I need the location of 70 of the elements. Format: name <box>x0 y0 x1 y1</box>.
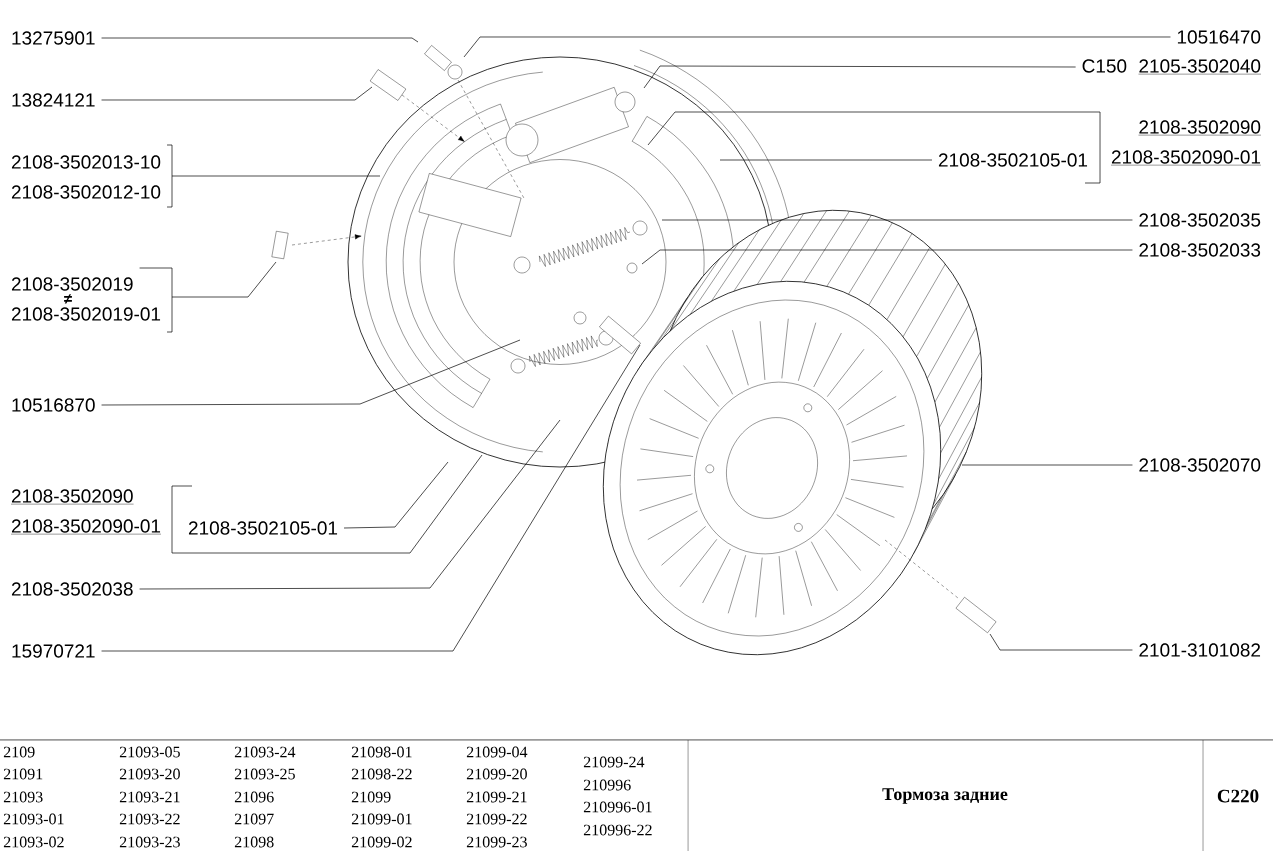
part-number: 2108-3502038 <box>11 582 133 596</box>
leader-line <box>647 111 1101 184</box>
leader-line <box>463 36 1171 58</box>
model-code: 2109 <box>3 746 35 758</box>
model-code: 21096 <box>234 791 274 803</box>
leader-line <box>961 464 1133 466</box>
leader-line <box>989 633 1133 651</box>
leader-line <box>101 344 641 652</box>
leader-line <box>343 461 449 529</box>
leader-line <box>171 454 483 554</box>
model-code: 21093-22 <box>119 813 180 825</box>
leader-line <box>101 86 373 101</box>
part-number: 2108-3502090 <box>10 489 134 505</box>
part-number: 13824121 <box>12 93 95 107</box>
part-number: 2108-3502105-01 <box>938 153 1088 167</box>
part-number: 2108-3502012-10 <box>11 185 161 199</box>
model-code: 21098-22 <box>351 768 412 780</box>
part-number: 2108-3502033 <box>1139 243 1261 257</box>
model-code: 21099-22 <box>466 813 527 825</box>
part-number: 2108-3502105-01 <box>188 521 338 535</box>
model-code: 21093-24 <box>234 746 296 758</box>
part-number: 2108-3502070 <box>1139 458 1261 472</box>
model-code: 21099-21 <box>466 791 527 803</box>
model-code: 210996-01 <box>583 801 652 813</box>
part-number: 2108-3502090 <box>1138 120 1262 136</box>
part-number: 2101-3101082 <box>1139 643 1261 657</box>
part-number: 2108-3502090-01 <box>10 519 162 535</box>
part-number: 13275901 <box>12 31 95 45</box>
model-code: 21093-01 <box>3 813 64 825</box>
model-code: 21099-02 <box>351 836 412 848</box>
model-code: 21093-05 <box>119 746 180 758</box>
model-code: 21093-20 <box>119 768 180 780</box>
model-code: 21099 <box>351 791 391 803</box>
leader-line <box>661 219 1133 221</box>
part-number: C150 2105-3502040 <box>1082 59 1262 75</box>
model-code: 21098 <box>234 836 274 848</box>
leader-line <box>139 419 561 590</box>
model-code: 21099-23 <box>466 836 527 848</box>
leader-line <box>166 144 381 208</box>
model-code: 21099-01 <box>351 813 412 825</box>
model-code: 21097 <box>234 813 274 825</box>
leader-line <box>643 65 1076 89</box>
model-code: 21093-02 <box>3 836 64 848</box>
model-code: 21093-25 <box>234 768 295 780</box>
part-number: 10516870 <box>12 398 95 412</box>
not-equal-sign: ≠ <box>64 294 72 304</box>
leader-line <box>101 339 521 406</box>
leader-line <box>719 159 933 161</box>
model-code: 21098-01 <box>351 746 412 758</box>
leader-line <box>139 261 277 333</box>
part-number: 2108-3502090-01 <box>1110 150 1262 166</box>
model-code: 21093-21 <box>119 791 180 803</box>
model-code: 21093-23 <box>119 836 180 848</box>
model-code: 21099-24 <box>583 756 645 768</box>
leader-line <box>641 249 1133 265</box>
part-number: 2108-3502019 <box>11 277 133 291</box>
part-number: 2108-3502035 <box>1139 213 1261 227</box>
sheet-code: C220 <box>1217 789 1259 803</box>
part-number: 2108-3502013-10 <box>11 155 161 169</box>
part-number: 2108-3502019-01 <box>11 307 161 321</box>
part-number: 10516470 <box>1177 30 1261 44</box>
sheet-title: Тормоза задние <box>882 788 1008 804</box>
model-code: 21099-20 <box>466 768 527 780</box>
model-code: 21091 <box>3 768 43 780</box>
model-code: 21093 <box>3 791 43 803</box>
part-number: 15970721 <box>12 644 95 658</box>
model-code: 210996-22 <box>583 824 652 836</box>
model-code: 21099-04 <box>466 746 528 758</box>
leader-line <box>101 37 419 43</box>
model-code: 210996 <box>583 779 631 791</box>
